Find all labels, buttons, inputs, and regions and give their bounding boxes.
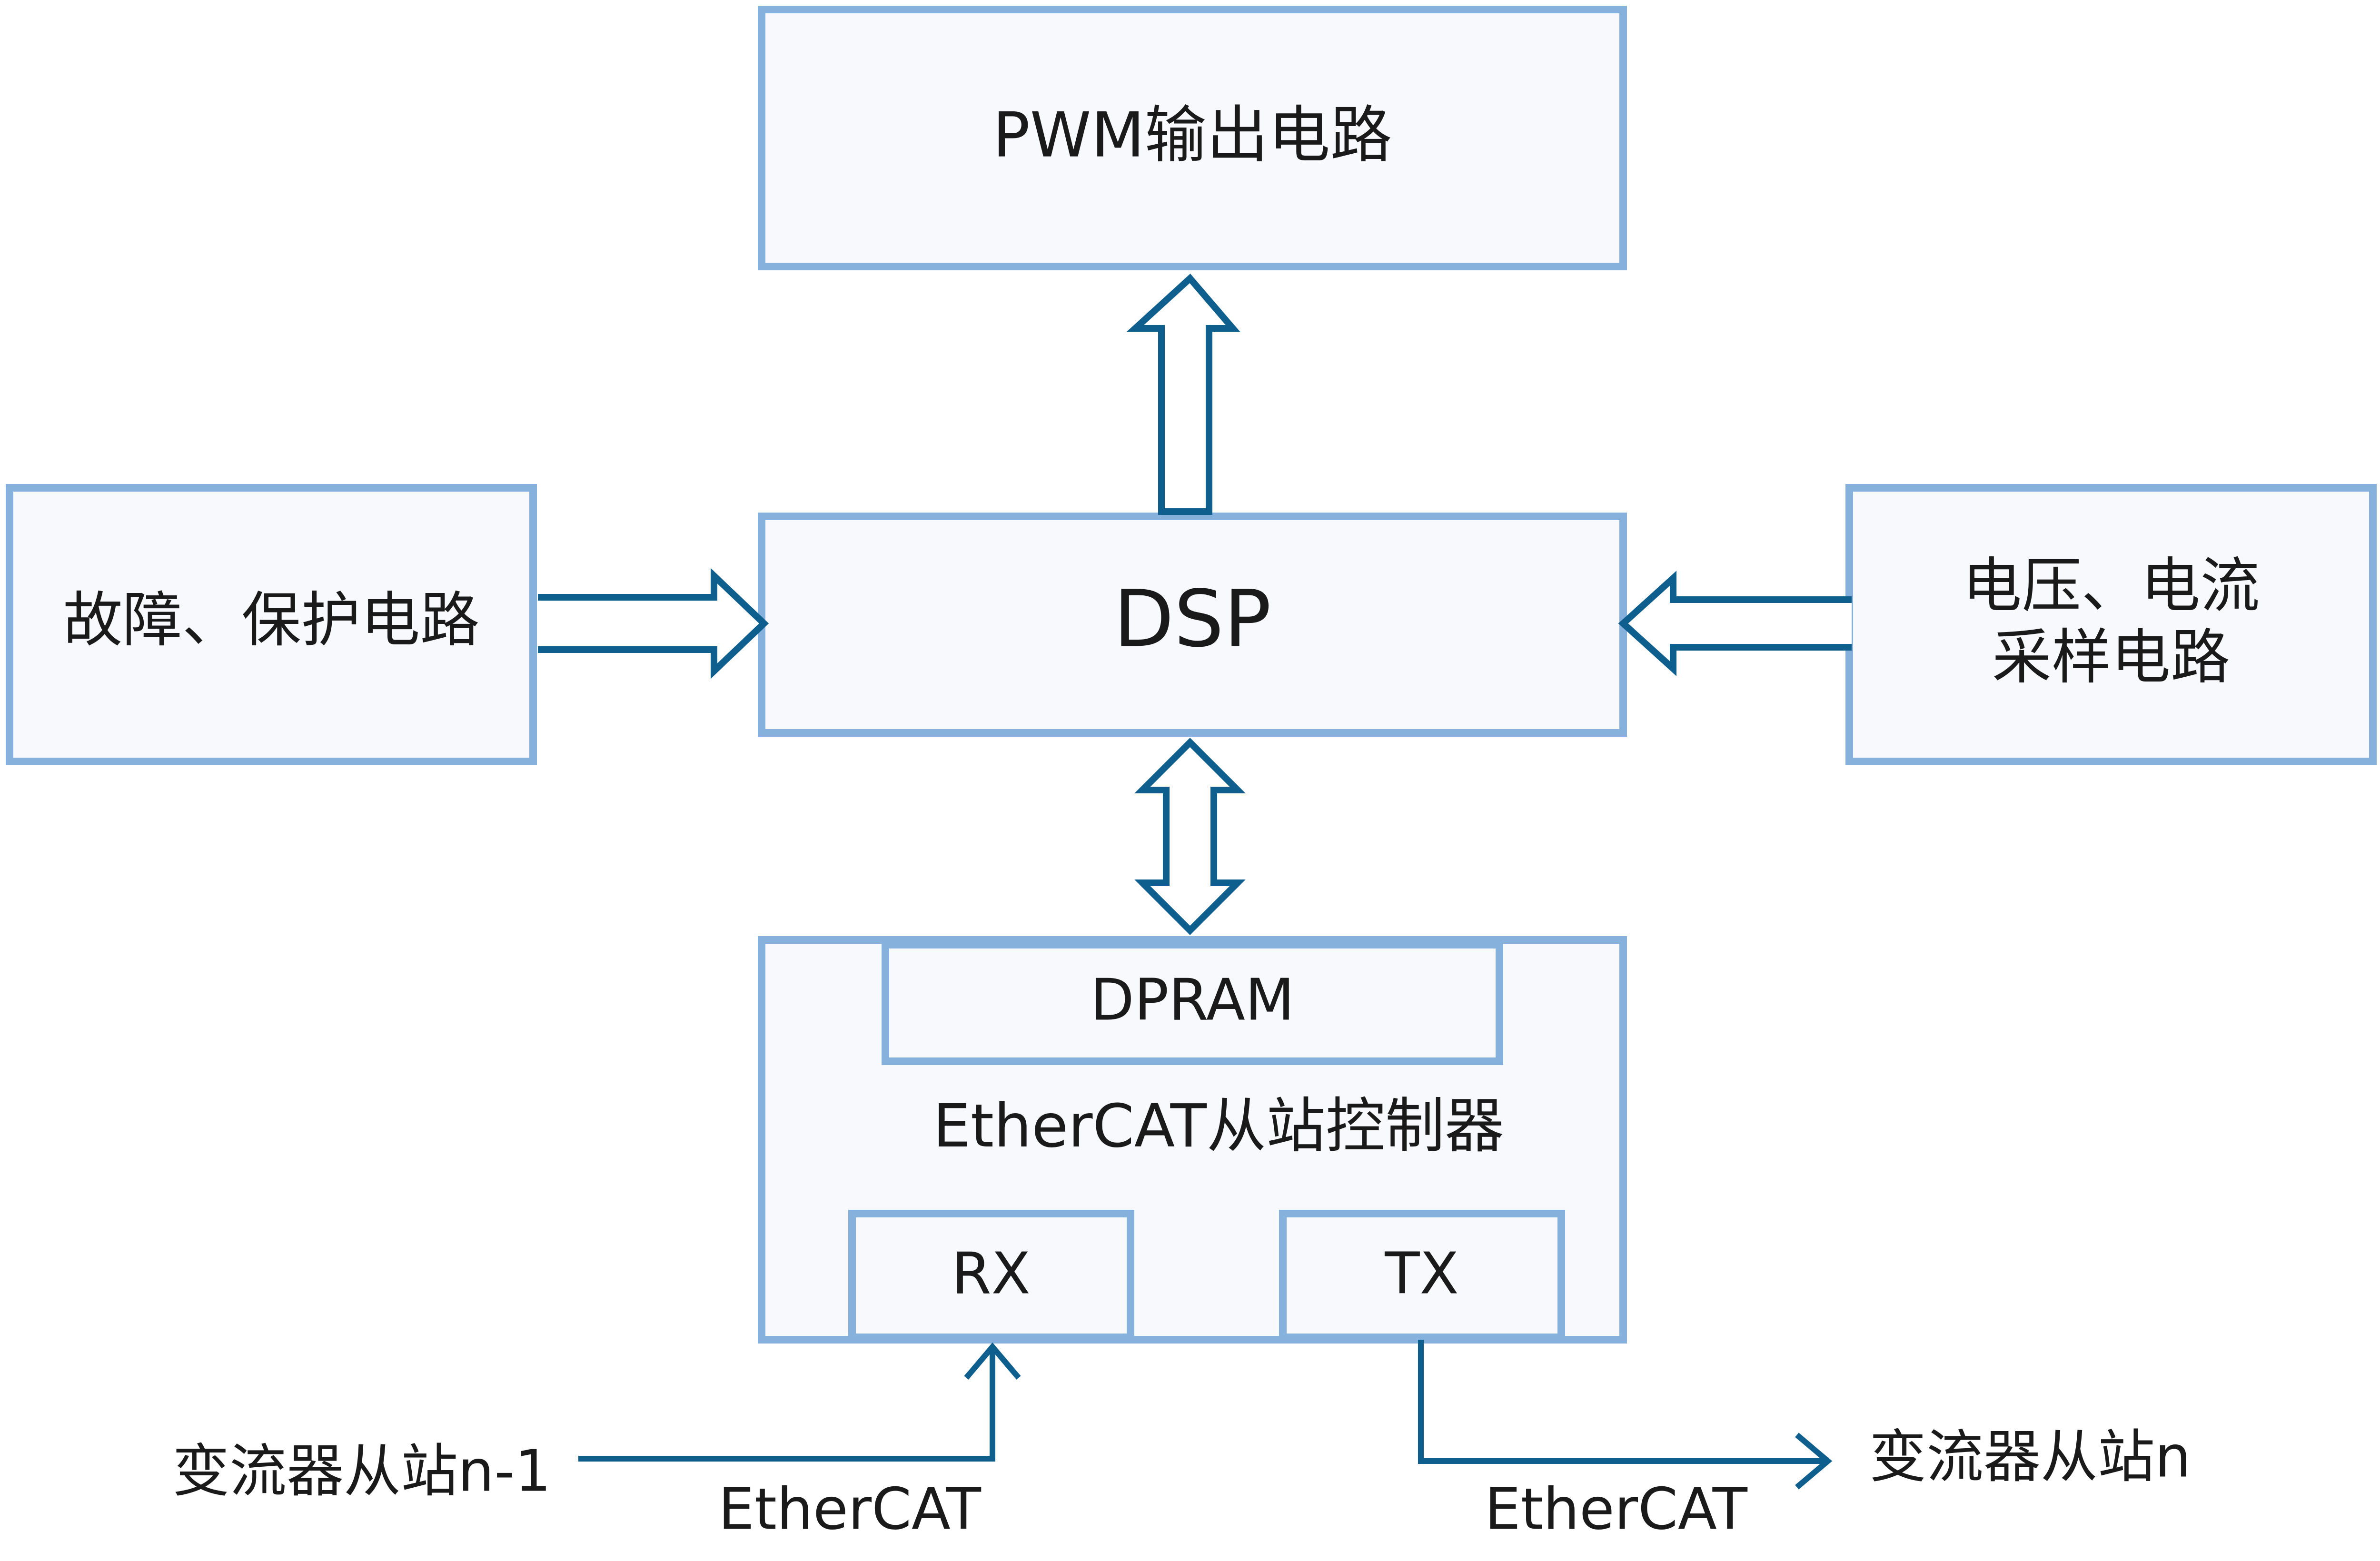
line-tx-to-next-station	[1418, 1340, 1828, 1464]
arrowhead-to-next-station	[1795, 1433, 1833, 1490]
sampling-block: 电压、电流 采样电路	[1845, 484, 2377, 765]
prev-station-label: 变流器从站n-1	[172, 1439, 551, 1505]
pwm-output-label: PWM输出电路	[992, 99, 1392, 171]
fault-protection-block: 故障、保护电路	[6, 484, 537, 765]
arrowhead-into-rx	[964, 1342, 1021, 1380]
tx-label: TX	[1384, 1241, 1459, 1307]
fault-protection-label: 故障、保护电路	[63, 586, 480, 655]
pwm-output-block: PWM输出电路	[758, 6, 1627, 270]
tx-port-block: TX	[1279, 1210, 1565, 1341]
dpram-block: DPRAM	[882, 941, 1503, 1065]
dsp-label: DSP	[1113, 573, 1271, 664]
rx-port-block: RX	[848, 1210, 1134, 1341]
sampling-label-line2: 采样电路	[1992, 623, 2230, 692]
dsp-block: DSP	[758, 513, 1627, 737]
line-prev-station-to-rx	[578, 1347, 995, 1462]
sampling-label-line1: 电压、电流	[1963, 552, 2260, 621]
next-station-label: 变流器从站n	[1869, 1424, 2191, 1491]
arrow-sampling-to-dsp	[1618, 571, 1852, 676]
dpram-label: DPRAM	[1091, 968, 1295, 1034]
arrow-dsp-to-pwm	[1126, 273, 1240, 515]
arrow-dsp-ethercat-bidirectional	[1134, 738, 1246, 935]
arrow-fault-to-dsp	[538, 568, 769, 679]
bus-label-left: EtherCAT	[718, 1477, 982, 1543]
bus-label-right: EtherCAT	[1485, 1477, 1748, 1543]
ethercat-controller-label: EtherCAT从站控制器	[933, 1092, 1504, 1161]
rx-label: RX	[952, 1241, 1031, 1307]
